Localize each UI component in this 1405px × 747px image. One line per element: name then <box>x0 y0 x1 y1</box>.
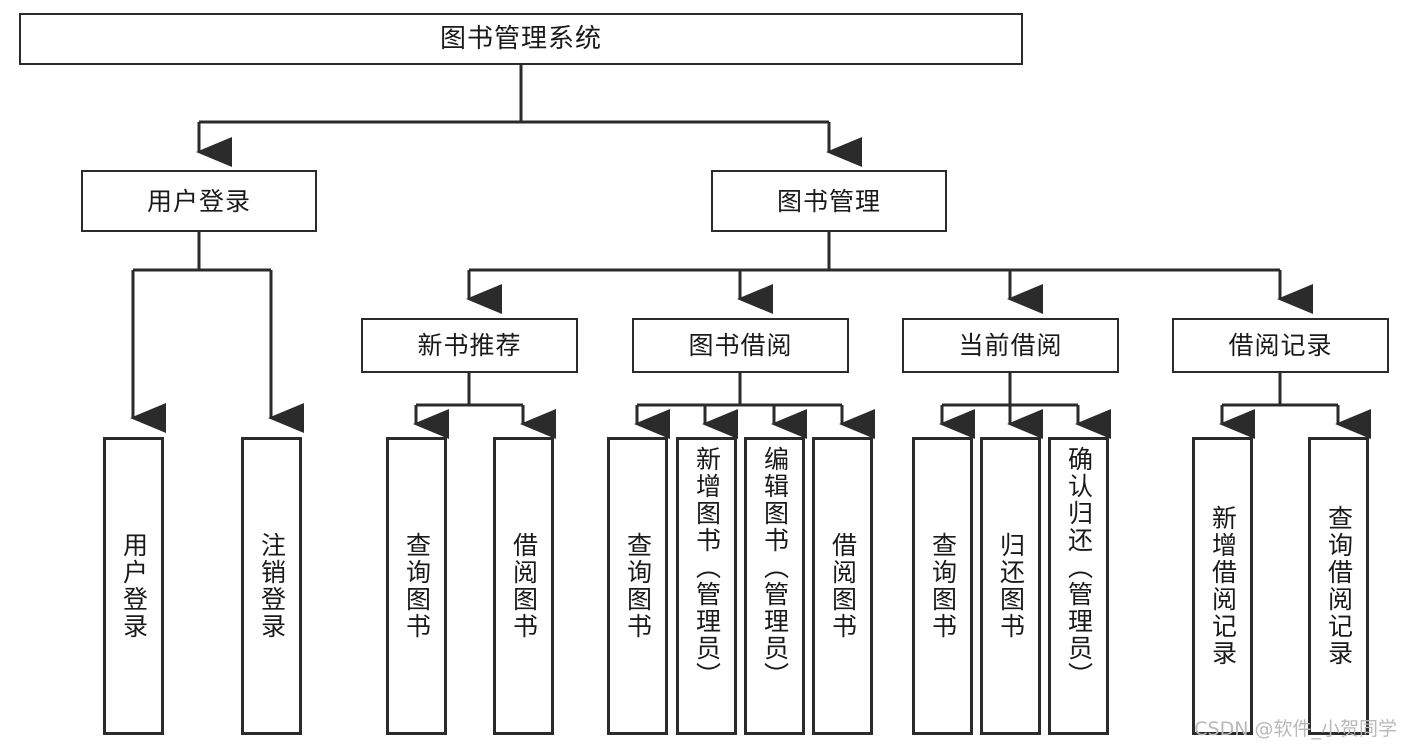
watermark-text: CSDN @软件_小贺同学 <box>1194 718 1397 740</box>
node-label: 当前借阅 <box>958 331 1063 360</box>
leaf-book-borrow-query-book[interactable]: 查询图书 <box>607 437 668 735</box>
node-new-book-recommend[interactable]: 新书推荐 <box>361 318 578 373</box>
node-current-borrow[interactable]: 当前借阅 <box>902 318 1119 373</box>
node-label: 用户登录 <box>119 532 149 640</box>
node-label: 新书推荐 <box>417 331 522 360</box>
node-label: 注销登录 <box>257 532 287 640</box>
node-user-login[interactable]: 用户登录 <box>81 170 317 232</box>
leaf-current-borrow-query-book[interactable]: 查询图书 <box>912 437 973 735</box>
node-label: 确认归还（管理员） <box>1064 446 1094 689</box>
node-label: 编辑图书（管理员） <box>760 446 790 689</box>
node-label: 查询图书 <box>402 532 432 640</box>
node-label: 图书借阅 <box>688 331 793 360</box>
leaf-new-book-borrow-book[interactable]: 借阅图书 <box>493 437 554 735</box>
leaf-borrow-record-query-record[interactable]: 查询借阅记录 <box>1308 437 1369 735</box>
node-label: 查询图书 <box>623 532 653 640</box>
node-label: 新增借阅记录 <box>1208 505 1238 667</box>
node-label: 图书管理系统 <box>439 24 602 54</box>
leaf-current-borrow-confirm-return-admin[interactable]: 确认归还（管理员） <box>1048 437 1109 735</box>
node-label: 借阅记录 <box>1228 331 1333 360</box>
leaf-book-borrow-borrow-book[interactable]: 借阅图书 <box>812 437 873 735</box>
node-root-system[interactable]: 图书管理系统 <box>19 13 1023 65</box>
leaf-current-borrow-return-book[interactable]: 归还图书 <box>980 437 1041 735</box>
node-label: 新增图书（管理员） <box>692 446 722 689</box>
node-label: 借阅图书 <box>828 532 858 640</box>
leaf-new-book-query-book[interactable]: 查询图书 <box>386 437 447 735</box>
node-book-management[interactable]: 图书管理 <box>711 170 947 232</box>
node-label: 用户登录 <box>146 186 251 216</box>
node-borrow-record[interactable]: 借阅记录 <box>1172 318 1389 373</box>
leaf-user-login-logout[interactable]: 注销登录 <box>241 437 302 735</box>
node-label: 借阅图书 <box>509 532 539 640</box>
leaf-borrow-record-add-record[interactable]: 新增借阅记录 <box>1192 437 1253 735</box>
node-label: 图书管理 <box>776 186 881 216</box>
node-book-borrow[interactable]: 图书借阅 <box>632 318 849 373</box>
leaf-book-borrow-add-book-admin[interactable]: 新增图书（管理员） <box>676 437 737 735</box>
node-label: 归还图书 <box>996 532 1026 640</box>
node-label: 查询借阅记录 <box>1324 505 1354 667</box>
leaf-book-borrow-edit-book-admin[interactable]: 编辑图书（管理员） <box>744 437 805 735</box>
leaf-user-login-login[interactable]: 用户登录 <box>103 437 164 735</box>
node-label: 查询图书 <box>928 532 958 640</box>
